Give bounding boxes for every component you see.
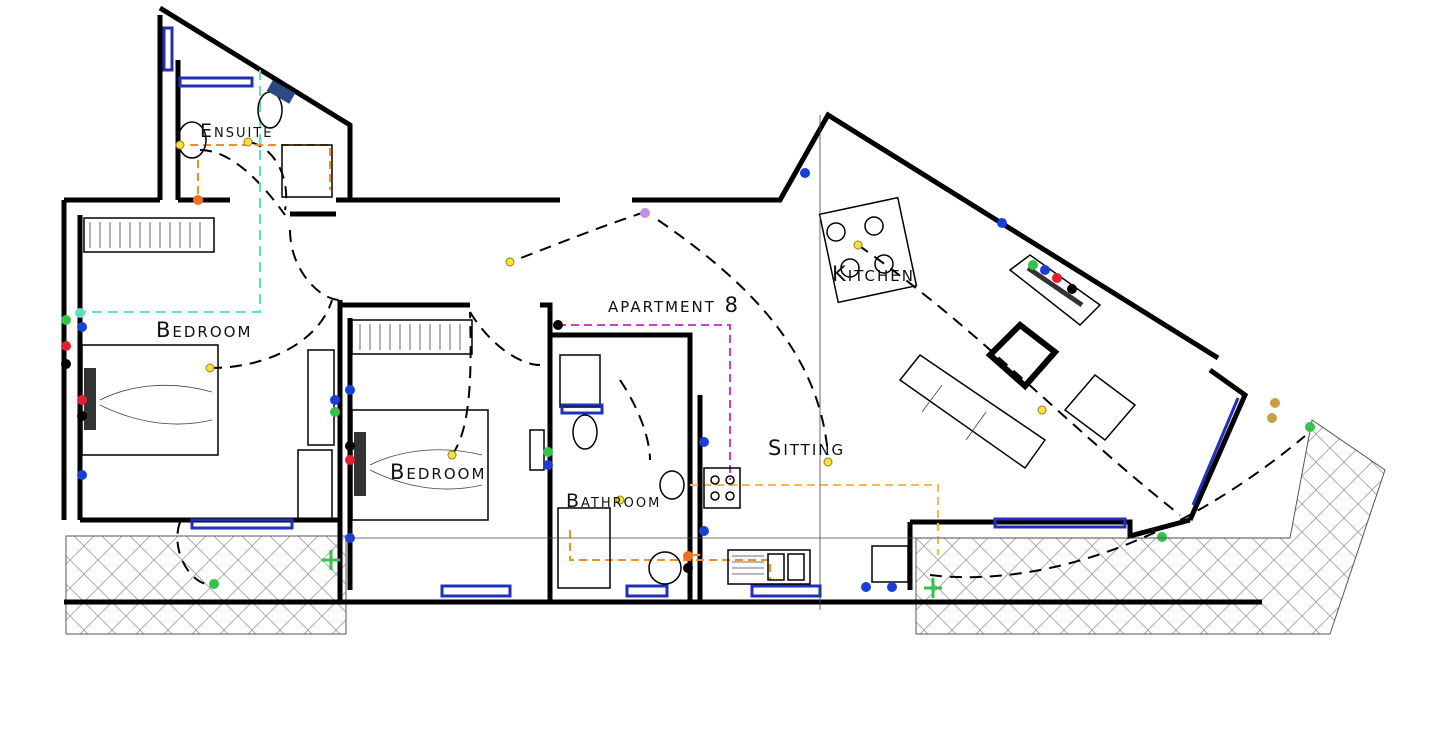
sockets — [61, 168, 1315, 598]
wardrobe-bedroom-1 — [83, 217, 215, 253]
bed-bedroom-2 — [351, 409, 489, 521]
ensuite-fixtures — [177, 80, 333, 198]
room-label-bedroom-1: Bedroom — [156, 318, 253, 342]
coffee-table — [985, 321, 1060, 391]
kitchen-fixtures — [703, 467, 909, 585]
wiring-runs — [80, 70, 939, 580]
plan-title: apartment 8 — [608, 293, 740, 317]
room-label-bathroom: Bathroom — [566, 490, 662, 512]
room-label-bedroom-2: Bedroom — [390, 460, 487, 484]
windows — [162, 26, 1240, 598]
room-label-ensuite: Ensuite — [200, 120, 274, 142]
door-swings — [176, 141, 1306, 586]
bed-bedroom-1 — [81, 344, 219, 456]
room-label-sitting: Sitting — [768, 436, 846, 460]
interior-walls — [77, 60, 703, 600]
tv-unit — [1008, 254, 1102, 327]
shelving — [297, 349, 335, 521]
dining-table — [818, 196, 918, 304]
bathroom-fixtures — [529, 354, 685, 589]
armchair — [1063, 373, 1137, 442]
wardrobe-bedroom-2 — [351, 319, 473, 355]
reference-lines — [350, 115, 1290, 610]
sofa — [898, 353, 1047, 470]
room-label-kitchen: Kitchen — [832, 262, 915, 286]
terrace-left — [65, 535, 347, 635]
light-points — [175, 137, 1047, 505]
